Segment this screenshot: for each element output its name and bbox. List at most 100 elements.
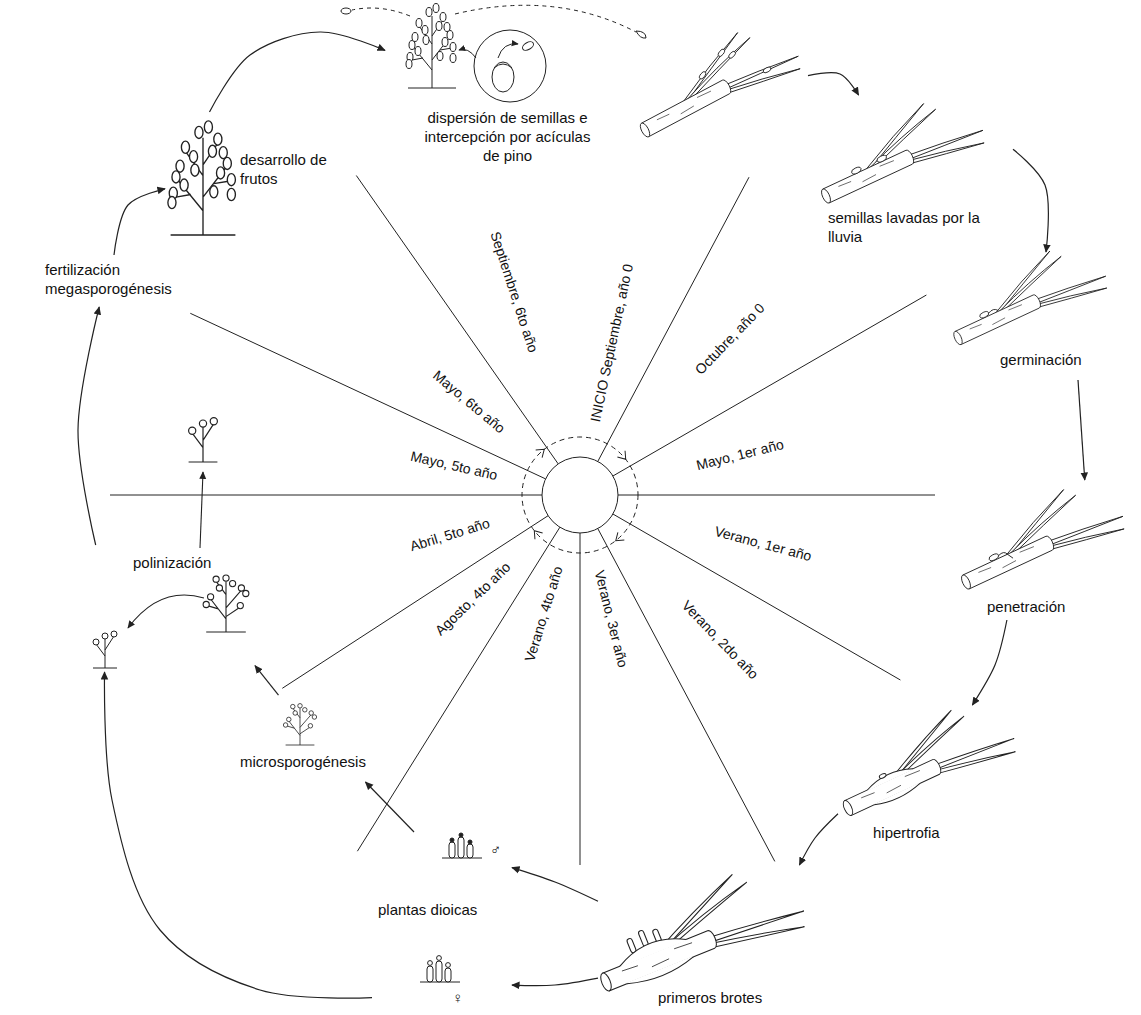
pine-twig: [826, 691, 1020, 827]
fruit-inset: [459, 30, 546, 102]
time-label: Verano, 3er año: [591, 569, 632, 670]
seed-trajectory: [352, 8, 410, 16]
time-label: Verano, 2do año: [678, 597, 762, 683]
flowering-plant: [203, 575, 249, 632]
life-stage: desarrollo de frutos: [165, 112, 343, 240]
fruiting-plant: [168, 121, 236, 235]
stage-label: primeros brotes: [658, 988, 762, 1007]
cycle-arrow: [972, 620, 1007, 705]
fruit-inset: [459, 49, 476, 58]
pine-twig: [698, 71, 707, 80]
pollen-arrow: [128, 472, 204, 628]
pollen-arrow: [200, 472, 203, 548]
seed-trajectory: [455, 5, 636, 32]
fruit-inset: [521, 40, 535, 52]
pine-twig: [627, 957, 695, 989]
stage-label: semillas lavadas por la lluvia: [828, 208, 1010, 246]
life-stage: polinización: [78, 545, 255, 672]
life-stage: plantas dioicas ♂ ♀: [372, 832, 512, 1010]
time-label: Mayo, 5to año: [409, 448, 499, 485]
pine-twig: [988, 308, 998, 315]
pine-twig: [988, 553, 1000, 562]
cycle-arrow: [114, 189, 165, 255]
pine-twig: [616, 930, 686, 966]
time-label: Verano, 4to año: [521, 564, 566, 664]
small-plant: [189, 418, 218, 462]
cycle-arrow: [366, 782, 415, 832]
pine-twig: [622, 13, 804, 148]
stage-label: penetración: [987, 597, 1065, 616]
time-label: Mayo, 6to año: [430, 367, 509, 437]
cycle-arrow: [255, 666, 279, 695]
time-label: Octubre, año 0: [692, 300, 769, 378]
female-plant: [420, 961, 460, 982]
female-plant: [446, 963, 451, 968]
stage-label: desarrollo de frutos: [240, 150, 340, 188]
cycle-arrow: [512, 868, 598, 902]
pine-twig: [728, 50, 737, 59]
time-label: INICIO Septiembre, año 0: [587, 262, 637, 423]
pine-twig: [938, 234, 1110, 355]
male-plant: [468, 840, 472, 844]
seed-trajectory: [636, 31, 646, 38]
fruiting-plant: [168, 121, 236, 235]
pollen-arrow: [128, 595, 204, 628]
dispersal-plant: [406, 4, 456, 89]
male-plant: [459, 833, 463, 837]
male-plant: [450, 838, 454, 842]
pine-twig: [979, 310, 990, 319]
stage-label: dispersión de semillas e intercepción po…: [420, 108, 595, 165]
connector-group: [78, 32, 1085, 998]
pine-twig: [945, 472, 1128, 601]
life-stage: fertilización megasporogénesis: [40, 255, 188, 307]
time-label: Verano, 1er año: [713, 523, 814, 565]
cycle-arrow: [808, 73, 859, 95]
time-label: Septiembre, 6to año: [487, 230, 542, 355]
cycle-ring: [617, 451, 629, 463]
cycle-ring: [522, 437, 638, 553]
pine-twig: [826, 691, 1020, 827]
pine-twig: [945, 472, 1128, 601]
pine-twig: [938, 234, 1110, 355]
cycle-ring: [613, 532, 625, 544]
fruit-inset: [498, 44, 518, 58]
stage-label: plantas dioicas: [378, 900, 477, 919]
cycle-arrow: [1078, 380, 1085, 480]
cycle-arrow: [104, 672, 372, 998]
life-stage: dispersión de semillas e intercepción po…: [385, 0, 808, 168]
female-plant: [437, 956, 442, 961]
flowering-plant: [283, 704, 316, 745]
pine-twig: [865, 764, 913, 791]
male-plant: [442, 833, 482, 858]
pine-twig: [616, 930, 686, 967]
cycle-arrow: [78, 307, 99, 545]
flowering-plant: [203, 575, 249, 632]
pine-twig: [879, 773, 887, 780]
small-plant: [93, 631, 117, 668]
stage-label: fertilización megasporogénesis: [45, 260, 185, 298]
pine-twig: [622, 13, 804, 148]
sex-symbol: ♂: [490, 840, 501, 859]
small-plant: [93, 631, 117, 668]
cycle-ring: [522, 437, 638, 553]
pine-twig: [627, 956, 696, 989]
cycle-arrow: [512, 978, 598, 985]
cycle-ring: [542, 457, 618, 533]
fruit-inset: [494, 64, 512, 68]
cycle-ring: [617, 451, 629, 463]
life-stage: primeros brotes: [598, 865, 835, 1010]
season-spoke: [110, 176, 935, 866]
life-stage: microsporogénesis: [235, 695, 380, 782]
female-plant: [420, 956, 460, 982]
cycle-ring: [536, 445, 548, 457]
stage-label: germinación: [1000, 350, 1082, 369]
pine-twig: [717, 48, 726, 57]
cycle-arrow: [210, 32, 386, 112]
pine-twig: [874, 783, 922, 809]
sex-symbol: ♀: [452, 988, 463, 1007]
pine-twig: [876, 154, 888, 163]
